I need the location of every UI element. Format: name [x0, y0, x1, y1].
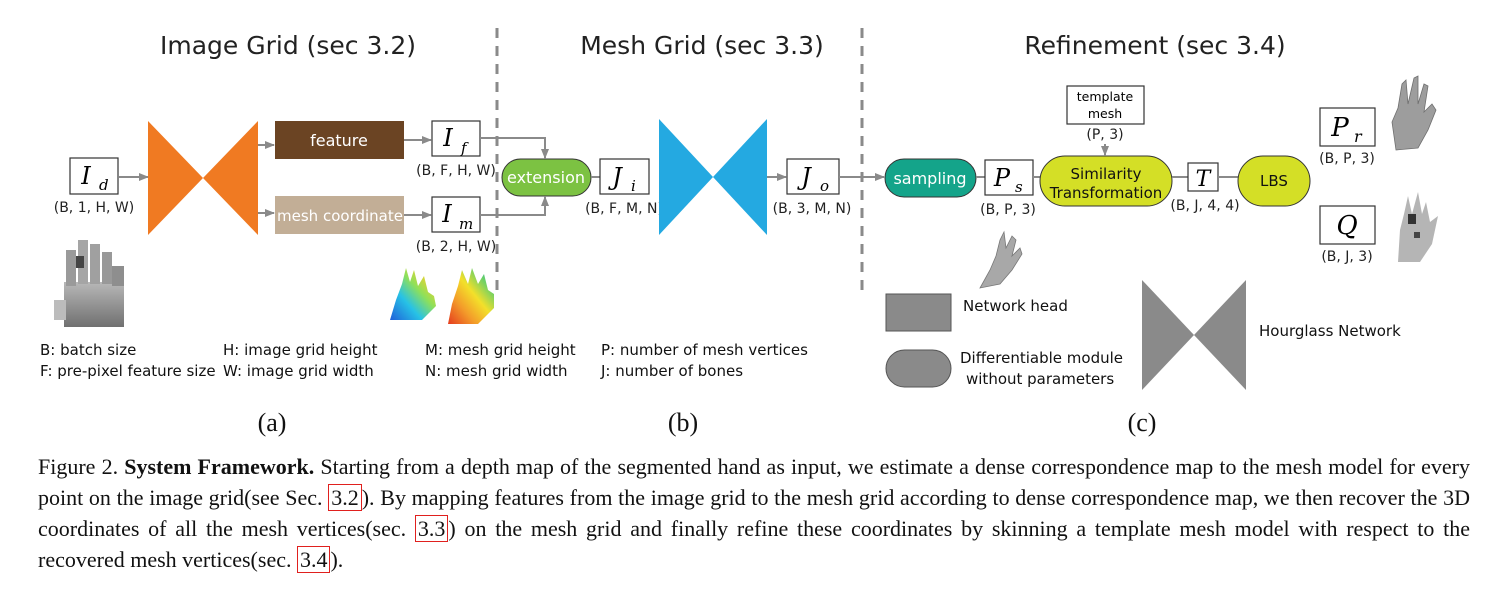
mesh-coordinate-label: mesh coordinate: [277, 207, 403, 225]
hourglass-b-left: [659, 119, 713, 235]
caption-text-3: ) on the mesh grid and finally refine th…: [38, 516, 1470, 572]
caption-bold-title: System Framework.: [124, 454, 315, 479]
sampling-label: sampling: [893, 169, 966, 188]
legend-hourglass-left: [1142, 280, 1194, 390]
dims-t: (B, J, 4, 4): [1170, 198, 1239, 214]
legend-h: H: image grid height: [223, 341, 378, 359]
dims-i-d: (B, 1, H, W): [54, 200, 135, 216]
symbol-box-j-i: [599, 158, 650, 195]
section-title-image-grid: Image Grid (sec 3.2): [160, 31, 416, 60]
caption-prefix: Figure 2.: [38, 454, 125, 479]
dims-q: (B, J, 3): [1321, 249, 1372, 265]
dims-j-i: (B, F, M, N): [585, 201, 663, 217]
arrow-im-to-extension: [480, 196, 549, 216]
caption-ref-3-3[interactable]: 3.3: [414, 515, 449, 542]
legend-j: J: number of bones: [600, 362, 743, 380]
feature-box: [275, 121, 404, 159]
feature-label: feature: [310, 131, 368, 150]
symbol-j-i-subscript: i: [631, 177, 636, 195]
output-skeleton-hand-image: [1398, 192, 1438, 262]
symbol-box-i-f: [431, 120, 481, 157]
legend-p: P: number of mesh vertices: [601, 341, 808, 359]
lbs-label: LBS: [1260, 172, 1288, 190]
template-mesh-box: [1066, 85, 1145, 125]
depth-hand-image: [54, 240, 124, 327]
symbol-i-d: I: [80, 162, 91, 190]
dims-i-f: (B, F, H, W): [416, 163, 496, 179]
output-mesh-hand-image: [1391, 75, 1437, 151]
template-mesh-line1: template: [1077, 89, 1134, 104]
legend-differentiable-swatch: [885, 349, 952, 388]
sampled-mesh-hand-image: [979, 230, 1023, 289]
dims-p-s: (B, P, 3): [980, 202, 1036, 218]
symbol-box-i-d: [69, 157, 119, 195]
symbol-box-p-r: [1319, 107, 1376, 147]
section-title-refinement: Refinement (sec 3.4): [1024, 31, 1285, 60]
dims-j-o: (B, 3, M, N): [773, 201, 852, 217]
legend-m: M: mesh grid height: [425, 341, 576, 359]
hourglass-a-right: [203, 121, 258, 235]
legend-hourglass: Hourglass Network: [1259, 322, 1401, 340]
panel-label-b: (b): [668, 408, 698, 437]
correspondence-hand-image-1: [390, 268, 436, 320]
legend-n: N: mesh grid width: [425, 362, 567, 380]
figure-caption: Figure 2. System Framework. Starting fro…: [38, 451, 1470, 575]
caption-text-1: Starting from a depth map of the segment…: [38, 454, 1470, 510]
symbol-i-f-subscript: f: [460, 139, 469, 157]
mesh-coordinate-box: [275, 196, 404, 234]
symbol-i-m-subscript: m: [459, 215, 473, 233]
legend-differentiable-line1: Differentiable module: [960, 349, 1123, 367]
hourglass-a-left: [148, 121, 203, 235]
correspondence-hand-image-2: [448, 268, 494, 324]
legend-hourglass-right: [1194, 280, 1246, 390]
caption-ref-3-2[interactable]: 3.2: [328, 484, 362, 511]
legend-network-head: Network head: [963, 297, 1068, 315]
symbol-box-q: [1319, 205, 1376, 245]
symbol-q: Q: [1336, 211, 1357, 241]
legend-b: B: batch size: [40, 341, 136, 359]
legend-f: F: pre-pixel feature size: [40, 362, 216, 380]
caption-text-4: ).: [330, 547, 344, 572]
dims-i-m: (B, 2, H, W): [416, 239, 497, 255]
extension-label: extension: [507, 168, 585, 187]
legend-differentiable-line2: without parameters: [966, 370, 1114, 388]
section-title-mesh-grid: Mesh Grid (sec 3.3): [580, 31, 824, 60]
symbol-p-r-subscript: r: [1354, 127, 1363, 146]
similarity-transformation-module: [1039, 155, 1173, 207]
symbol-p-s: P: [993, 164, 1011, 192]
dims-p-r: (B, P, 3): [1319, 151, 1375, 167]
symbol-box-j-o: [786, 158, 840, 195]
caption-text-2: ). By mapping features from the image gr…: [38, 485, 1470, 541]
legend-w: W: image grid width: [223, 362, 374, 380]
hourglass-b-right: [713, 119, 767, 235]
dims-template-mesh: (P, 3): [1086, 127, 1123, 143]
symbol-i-d-subscript: d: [99, 176, 109, 194]
template-mesh-line2: mesh: [1088, 106, 1122, 121]
caption-ref-3-4[interactable]: 3.4: [296, 546, 331, 573]
panel-label-a: (a): [258, 408, 287, 437]
legend-network-head-swatch: [885, 293, 952, 332]
similarity-label-line1: Similarity: [1071, 165, 1142, 183]
symbol-i-f: I: [442, 124, 453, 152]
similarity-label-line2: Transformation: [1049, 184, 1163, 202]
lbs-module: [1237, 155, 1311, 207]
symbol-j-o-subscript: o: [820, 177, 829, 195]
symbol-p-s-subscript: s: [1015, 178, 1023, 196]
symbol-i-m: I: [441, 200, 452, 228]
symbol-p-r: P: [1330, 113, 1349, 143]
arrow-if-to-extension: [480, 137, 549, 159]
symbol-t: T: [1196, 167, 1213, 192]
symbol-box-p-s: [984, 159, 1034, 196]
symbol-box-i-m: [431, 196, 481, 233]
panel-label-c: (c): [1128, 408, 1157, 437]
